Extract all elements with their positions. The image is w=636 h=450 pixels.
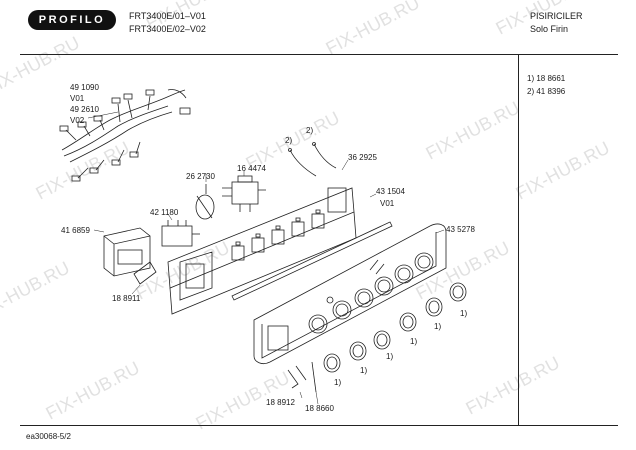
leader-lines [87,111,445,405]
document-id: ea30068-5/2 [26,432,71,441]
ref-label-2a: 2) [285,136,293,145]
trim-strip-part [231,221,393,301]
watermark-text: FIX-HUB.RU [322,0,422,59]
control-knobs [323,282,467,373]
part-label-416859: 41 6859 [61,226,90,235]
part-label-v02: V02 [70,116,85,125]
part-label-164474: 16 4474 [237,164,266,173]
watermark-text: FIX-HUB.RU [462,353,562,419]
ref-label-1-b: 1) [434,322,442,331]
part-label-431504: 43 1504 [376,187,405,196]
part-label-v01-b: V01 [380,199,395,208]
part-label-421180: 42 1180 [150,208,179,217]
control-switch-part [161,220,200,247]
part-label-491090: 49 1090 [70,83,99,92]
part-label-362925: 36 2925 [348,153,377,162]
part-label-262730: 26 2730 [186,172,215,181]
part-label-492610: 49 2610 [70,105,99,114]
legend-item-1: 1) 18 8661 [527,74,566,83]
knob-springs [287,361,317,393]
part-label-435278: 43 5278 [446,225,475,234]
ref-label-2b: 2) [306,126,314,135]
clip-part [133,261,157,285]
ref-label-1-f: 1) [334,378,342,387]
part-label-188912: 18 8912 [266,398,295,407]
part-label-v01: V01 [70,94,85,103]
watermark-text: FIX-HUB.RU [42,358,142,424]
model-line-1: FRT3400E/01–V01 [129,11,206,21]
part-label-188660: 18 8660 [305,404,334,413]
legend-divider [518,55,519,425]
ref-label-1-d: 1) [386,352,394,361]
brand-logo: PROFILO [28,10,116,30]
legend-item-2: 2) 41 8396 [527,87,566,96]
wiring-harness [59,89,191,182]
watermark-text: FIX-HUB.RU [512,138,612,204]
fascia-panel [253,223,447,364]
category-label: PISIRICILER [530,11,583,21]
ref-label-1-e: 1) [360,366,368,375]
sensor-wire [288,142,337,177]
watermark-layer: FIX-HUB.RU FIX-HUB.RU FIX-HUB.RU FIX-HUB… [0,0,613,434]
header-divider [20,54,618,55]
part-label-188911: 18 8911 [112,294,141,303]
ref-label-1-a: 1) [460,309,468,318]
watermark-text: FIX-HUB.RU [0,258,73,324]
footer-divider [20,425,618,426]
subcategory-label: Solo Firin [530,24,569,34]
timer-module-part [103,227,151,277]
control-bracket [167,187,357,315]
watermark-text: FIX-HUB.RU [422,98,522,164]
brand-logo-text: PROFILO [38,14,106,26]
model-line-2: FRT3400E/02–V02 [129,24,206,34]
ref-label-1-c: 1) [410,337,418,346]
thermostat-part [195,184,215,220]
watermark-text: FIX-HUB.RU [132,238,232,304]
selector-switch-part [222,175,266,212]
